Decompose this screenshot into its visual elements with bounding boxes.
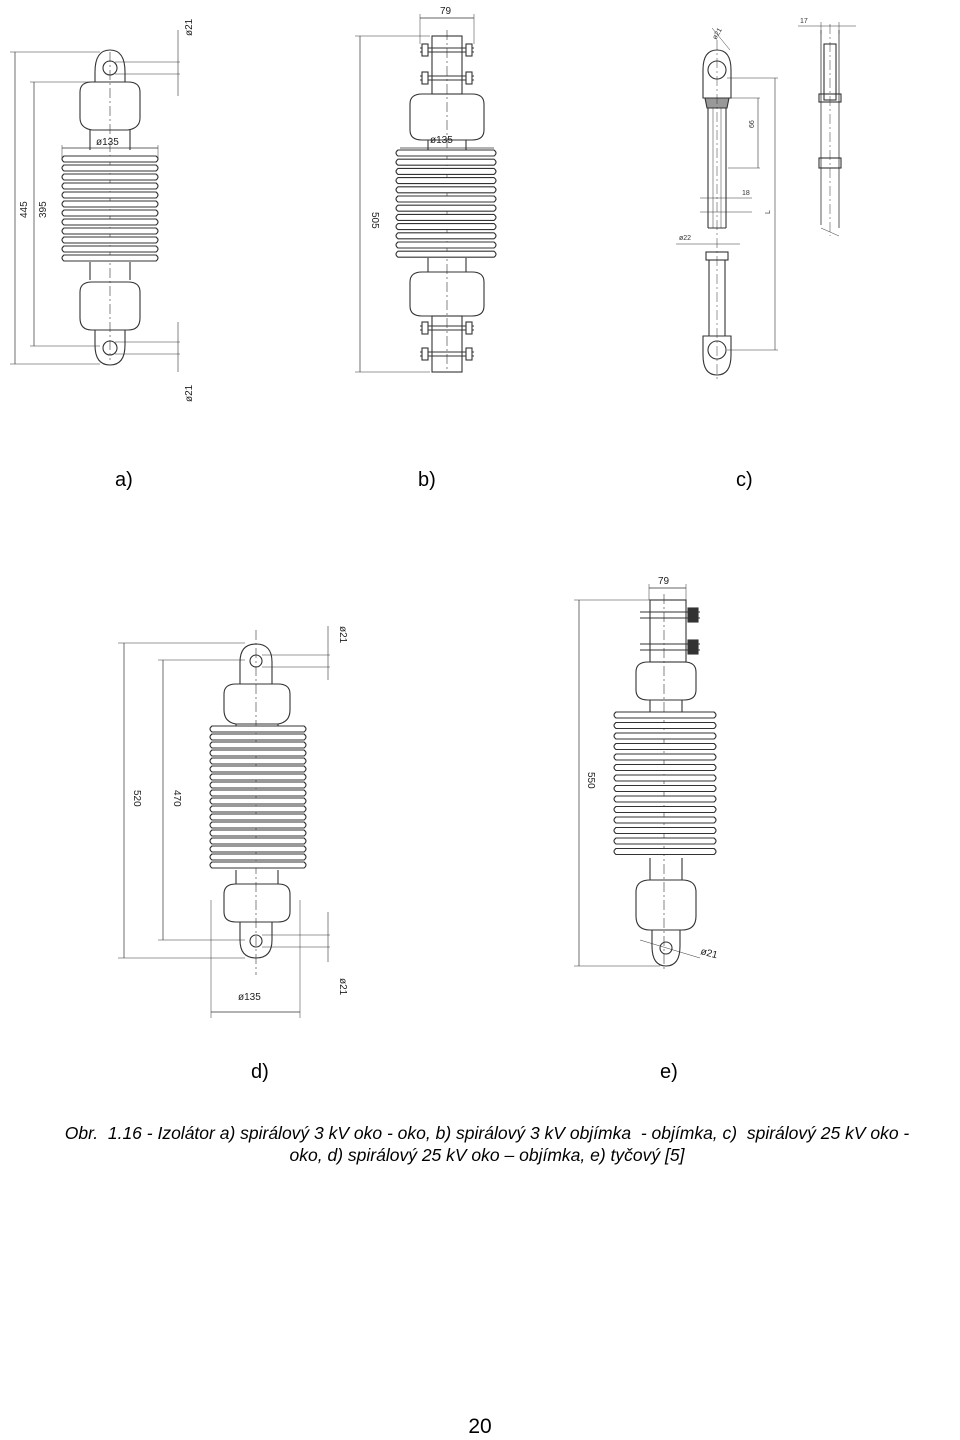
insulator-shed <box>209 837 307 845</box>
dim-e-width: 79 <box>658 576 670 587</box>
insulator-shed <box>613 732 717 740</box>
insulator-drawings: ø21 ø135 445 395 ø21 79 ø135 505 <box>10 6 856 1018</box>
insulator-shed <box>209 805 307 813</box>
insulator-shed <box>61 182 159 190</box>
dim-c-d-eye: ø21 <box>712 27 724 41</box>
insulator-shed <box>395 158 497 166</box>
insulator-shed <box>61 209 159 217</box>
insulator-shed <box>209 861 307 869</box>
dim-d-d-shed: ø135 <box>238 992 261 1003</box>
insulator-shed <box>209 797 307 805</box>
dim-c-len66: 66 <box>749 120 756 128</box>
insulator-shed <box>61 254 159 262</box>
insulator-shed <box>395 213 497 221</box>
insulator-shed <box>613 742 717 751</box>
figure-label-e: e) <box>660 1061 678 1083</box>
insulator-a-drawing <box>10 30 180 372</box>
dim-b-width: 79 <box>440 6 452 17</box>
dim-b-total: 505 <box>369 212 380 229</box>
figure-caption: Obr. 1.16 - Izolátor a) spirálový 3 kV o… <box>32 1122 942 1166</box>
insulator-shed <box>395 149 497 157</box>
insulator-shed <box>61 173 159 181</box>
dim-d-total: 520 <box>131 790 142 807</box>
caption-line-1: Obr. 1.16 - Izolátor a) spirálový 3 kV o… <box>64 1123 910 1143</box>
page-number: 20 <box>468 1415 492 1438</box>
insulator-shed <box>209 749 307 757</box>
insulator-shed <box>613 837 717 845</box>
insulator-shed <box>209 845 307 853</box>
insulator-shed <box>209 781 307 789</box>
insulator-shed <box>209 853 307 861</box>
insulator-shed <box>395 195 497 203</box>
insulator-shed <box>209 773 307 781</box>
insulator-shed <box>395 232 497 240</box>
insulator-shed <box>61 227 159 235</box>
insulator-shed <box>613 753 717 761</box>
insulator-shed <box>61 218 159 226</box>
dim-a-d-shed: ø135 <box>96 137 119 148</box>
insulator-shed <box>61 245 159 253</box>
dim-c-L: L <box>765 210 772 214</box>
insulator-shed <box>395 186 497 194</box>
figure-label-b: b) <box>418 469 436 491</box>
figure-label-a: a) <box>115 469 133 491</box>
insulator-shed <box>613 763 717 772</box>
insulator-shed <box>613 774 717 782</box>
insulator-shed <box>61 155 159 163</box>
insulator-d-drawing <box>118 626 330 1018</box>
insulator-shed <box>613 816 717 824</box>
dim-d-d-top: ø21 <box>337 626 348 644</box>
insulator-shed <box>395 223 497 231</box>
dim-b-d-shed: ø135 <box>430 135 453 146</box>
insulator-shed <box>613 795 717 803</box>
insulator-shed <box>209 765 307 773</box>
dim-c-w17: 17 <box>800 18 808 25</box>
dim-a-d-bottom: ø21 <box>184 384 195 402</box>
dim-a-total: 445 <box>19 201 30 218</box>
dim-a-d-top: ø21 <box>184 18 195 36</box>
insulator-shed <box>209 821 307 829</box>
insulator-shed <box>395 241 497 249</box>
figure-label-c: c) <box>736 469 753 491</box>
dim-a-inner: 395 <box>38 201 49 218</box>
insulator-shed <box>209 757 307 765</box>
insulator-c-drawing <box>676 22 856 380</box>
insulator-shed <box>613 784 717 793</box>
insulator-shed <box>613 826 717 835</box>
dim-d-inner: 470 <box>171 790 182 807</box>
insulator-shed <box>613 711 717 719</box>
caption-line-2: oko, d) spirálový 25 kV oko – objímka, e… <box>289 1145 685 1165</box>
dim-d-d-bottom: ø21 <box>337 978 348 996</box>
insulator-shed <box>61 164 159 172</box>
insulator-shed <box>613 847 717 856</box>
insulator-shed <box>209 725 307 733</box>
insulator-shed <box>61 200 159 208</box>
insulator-shed <box>209 829 307 837</box>
figure-label-d: d) <box>251 1061 269 1083</box>
insulator-b-drawing <box>355 14 494 373</box>
insulator-shed <box>209 813 307 821</box>
dim-c-len18: 18 <box>742 190 750 197</box>
insulator-shed <box>61 191 159 199</box>
dim-e-total: 550 <box>585 772 596 789</box>
insulator-shed <box>209 789 307 797</box>
dim-e-d-eye: ø21 <box>699 946 719 961</box>
insulator-e-drawing <box>574 584 701 972</box>
insulator-shed <box>395 167 497 175</box>
dim-c-d-rod: ø22 <box>679 235 691 242</box>
insulator-shed <box>61 236 159 244</box>
insulator-shed <box>395 250 497 258</box>
insulator-shed <box>209 733 307 741</box>
insulator-shed <box>395 177 497 185</box>
insulator-shed <box>395 204 497 212</box>
insulator-shed <box>613 805 717 814</box>
insulator-shed <box>209 741 307 749</box>
insulator-shed <box>613 721 717 730</box>
